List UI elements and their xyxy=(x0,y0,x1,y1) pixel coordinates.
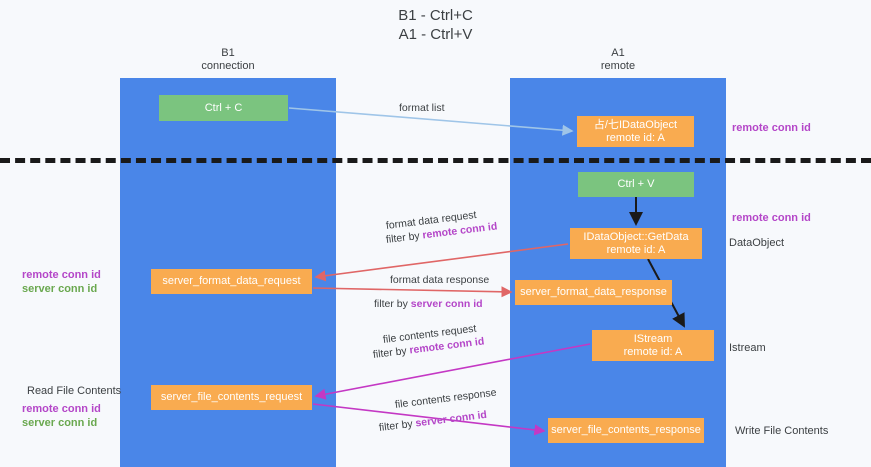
filter-prefix: filter by xyxy=(385,229,424,246)
filter-prefix: filter by xyxy=(374,298,411,310)
label-format-data-response-filter: filter by server conn id xyxy=(374,297,483,311)
filter-prefix: filter by xyxy=(372,344,411,361)
note-write-file-contents: Write File Contents xyxy=(735,425,829,437)
label-file-contents-response-filter: filter by server conn id xyxy=(378,408,487,435)
box-server-format-data-response[interactable]: server_format_data_response xyxy=(515,280,672,305)
swimlane-header-a1: A1 remote xyxy=(600,47,636,72)
arrow-format-data-response xyxy=(312,286,513,298)
box-server-file-contents-request[interactable]: server_file_contents_request xyxy=(151,385,312,410)
note-server-conn-id: server conn id xyxy=(22,417,98,429)
box-server-format-data-request[interactable]: server_format_data_request xyxy=(151,269,312,294)
note-remote-conn-id-top: remote conn id xyxy=(732,122,811,134)
swimlane-header-b1: B1 connection xyxy=(201,47,255,72)
note-remote-conn-id-mid: remote conn id xyxy=(732,212,811,224)
label-format-data-response: format data response xyxy=(390,274,490,286)
filter-key-server-conn-id: server conn id xyxy=(414,408,488,430)
diagram-title: B1 - Ctrl+C A1 - Ctrl+V xyxy=(398,7,473,43)
box-server-file-contents-response[interactable]: server_file_contents_response xyxy=(548,418,704,443)
box-idataobject-getdata[interactable]: IDataObject::GetData remote id: A xyxy=(570,228,702,259)
box-ctrl-c[interactable]: Ctrl + C xyxy=(159,95,288,121)
box-ctrl-v[interactable]: Ctrl + V xyxy=(578,172,694,197)
note-read-file-contents: Read File Contents xyxy=(27,385,122,397)
note-left-conn-ids-bottom: remote conn id server conn id xyxy=(22,402,101,430)
note-dataobject: DataObject xyxy=(729,237,785,249)
filter-prefix: filter by xyxy=(378,417,417,434)
note-remote-conn-id: remote conn id xyxy=(22,269,101,281)
box-istream[interactable]: IStream remote id: A xyxy=(592,330,714,361)
note-left-conn-ids-middle: remote conn id server conn id xyxy=(22,268,101,296)
note-server-conn-id: server conn id xyxy=(22,283,98,295)
label-format-list: format list xyxy=(399,102,445,114)
phase-divider xyxy=(0,158,871,163)
note-istream: Istream xyxy=(729,342,766,354)
note-remote-conn-id: remote conn id xyxy=(22,403,101,415)
box-idataobject[interactable]: 占/七IDataObject remote id: A xyxy=(577,116,694,147)
filter-key-server-conn-id: server conn id xyxy=(410,298,483,310)
